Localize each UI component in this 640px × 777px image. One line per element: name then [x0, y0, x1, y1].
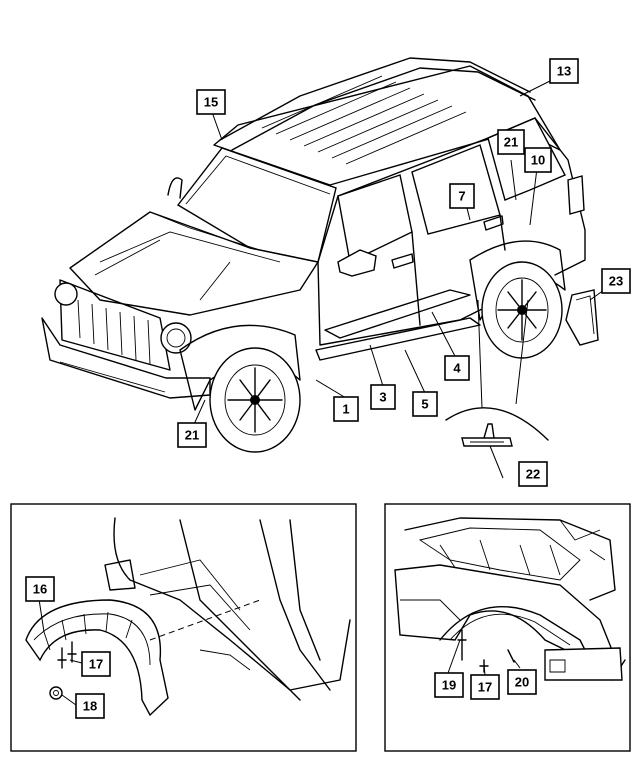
- callout-17-right: 17: [470, 674, 500, 700]
- svg-text:16: 16: [33, 582, 47, 597]
- svg-text:4: 4: [453, 361, 461, 376]
- svg-text:21: 21: [185, 428, 199, 443]
- callout-20: 20: [507, 669, 537, 695]
- svg-text:18: 18: [83, 699, 97, 714]
- svg-text:7: 7: [458, 189, 465, 204]
- svg-text:19: 19: [442, 678, 456, 693]
- callout-15: 15: [196, 89, 226, 115]
- callout-22: 22: [518, 461, 548, 487]
- svg-text:17: 17: [478, 680, 492, 695]
- svg-text:13: 13: [557, 64, 571, 79]
- svg-text:5: 5: [421, 397, 428, 412]
- callout-10: 10: [524, 147, 552, 173]
- callout-13: 13: [549, 58, 579, 84]
- callout-23: 23: [601, 268, 631, 294]
- callout-1: 1: [333, 396, 359, 422]
- callout-4: 4: [444, 355, 470, 381]
- callout-16: 16: [25, 576, 55, 602]
- svg-text:23: 23: [609, 274, 623, 289]
- detail-panel-right: [384, 503, 631, 752]
- callout-21-upper: 21: [497, 129, 525, 155]
- callout-3: 3: [370, 384, 396, 410]
- svg-text:17: 17: [89, 657, 103, 672]
- svg-text:1: 1: [342, 402, 349, 417]
- mud-flap-part: [565, 289, 599, 346]
- clip-detail-inset: [445, 299, 549, 447]
- vehicle-illustration: [41, 57, 586, 453]
- callout-17-left: 17: [81, 651, 111, 677]
- detail-panel-left: [10, 503, 357, 752]
- svg-text:15: 15: [204, 95, 218, 110]
- svg-text:22: 22: [526, 467, 540, 482]
- callout-21-lower: 21: [177, 422, 207, 448]
- callout-19: 19: [434, 672, 464, 698]
- svg-text:3: 3: [379, 390, 386, 405]
- svg-text:10: 10: [531, 153, 545, 168]
- callout-7: 7: [449, 183, 475, 209]
- svg-text:20: 20: [515, 675, 529, 690]
- callout-5: 5: [412, 391, 438, 417]
- svg-text:21: 21: [504, 135, 518, 150]
- callout-18: 18: [75, 693, 105, 719]
